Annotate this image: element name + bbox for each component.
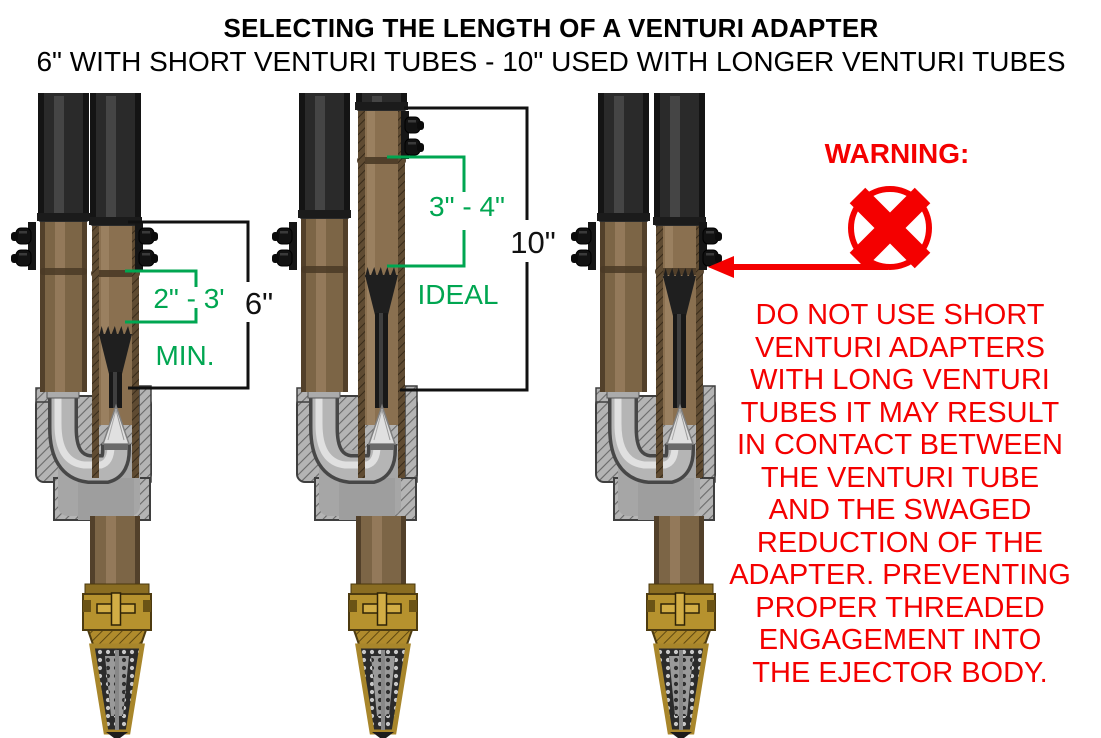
- clamp-bolts: [11, 222, 36, 270]
- clamp-bolts: [135, 222, 158, 270]
- length-label-6in: 6": [244, 286, 274, 321]
- clamp-bolts: [401, 111, 424, 159]
- page-title: SELECTING THE LENGTH OF A VENTURI ADAPTE…: [223, 13, 879, 43]
- warning-heading: WARNING:: [824, 138, 970, 169]
- nozzle-cone: [665, 403, 695, 450]
- venturi-tube: [99, 326, 132, 408]
- gap-bracket-ideal: [387, 155, 466, 268]
- venturi-tube: [365, 267, 398, 408]
- brass-fitting: [646, 583, 716, 657]
- venturi-assembly-long-ideal: [272, 93, 424, 738]
- warning-line: THE EJECTOR BODY.: [752, 656, 1048, 689]
- discharge-tube: [356, 516, 406, 596]
- warning-line: WITH LONG VENTURI: [750, 364, 1050, 396]
- venturi-tube: [663, 268, 696, 408]
- gap-range-label-ideal: 3" - 4": [429, 191, 505, 222]
- warning-line: AND THE SWAGED: [768, 494, 1032, 526]
- crossed-circle-icon: [848, 186, 932, 270]
- warning-line: ADAPTER. PREVENTING: [729, 559, 1071, 591]
- dimension-10-inch: [400, 106, 529, 392]
- length-label-10in: 10": [510, 225, 556, 260]
- nozzle-cone: [367, 403, 397, 450]
- warning-line: ENGAGEMENT INTO: [758, 624, 1042, 656]
- gap-range-label-min: 2" - 3': [153, 283, 225, 314]
- gap-bracket-min: [125, 269, 198, 324]
- discharge-tube: [90, 516, 140, 596]
- page-subtitle: 6" WITH SHORT VENTURI TUBES - 10" USED W…: [36, 46, 1066, 77]
- strainer-cone: [89, 643, 145, 738]
- clamp-bolts: [272, 222, 297, 270]
- venturi-assembly-contact: [571, 93, 722, 738]
- strainer-cone: [653, 643, 709, 738]
- left-venturi-pipe: [11, 93, 90, 399]
- sectioned-adapter: [653, 93, 722, 478]
- discharge-tube: [654, 516, 704, 596]
- dimension-6-inch: [128, 220, 250, 390]
- warning-line: VENTURI ADAPTERS: [754, 331, 1046, 364]
- warning-line: PROPER THREADED: [755, 591, 1045, 624]
- warning-line: IN CONTACT BETWEEN: [737, 429, 1063, 461]
- warning-arrow: [708, 256, 888, 278]
- strainer-cone: [355, 643, 411, 738]
- nozzle-cone: [101, 403, 131, 450]
- warning-line: REDUCTION OF THE: [756, 526, 1044, 559]
- warning-text-block: DO NOT USE SHORT VENTURI ADAPTERS WITH L…: [710, 299, 1090, 689]
- clamp-bolts: [571, 222, 596, 270]
- warning-line: TUBES IT MAY RESULT: [740, 396, 1060, 429]
- gap-note-ideal: IDEAL: [417, 279, 499, 310]
- left-venturi-pipe: [272, 93, 351, 399]
- gap-note-min: MIN.: [155, 340, 215, 371]
- venturi-assembly-short-min: [11, 93, 158, 738]
- sectioned-adapter: [355, 93, 424, 478]
- warning-line: DO NOT USE SHORT: [755, 299, 1045, 331]
- clamp-bolts: [699, 222, 722, 270]
- left-venturi-pipe: [571, 93, 650, 399]
- warning-line: THE VENTURI TUBE: [760, 461, 1040, 494]
